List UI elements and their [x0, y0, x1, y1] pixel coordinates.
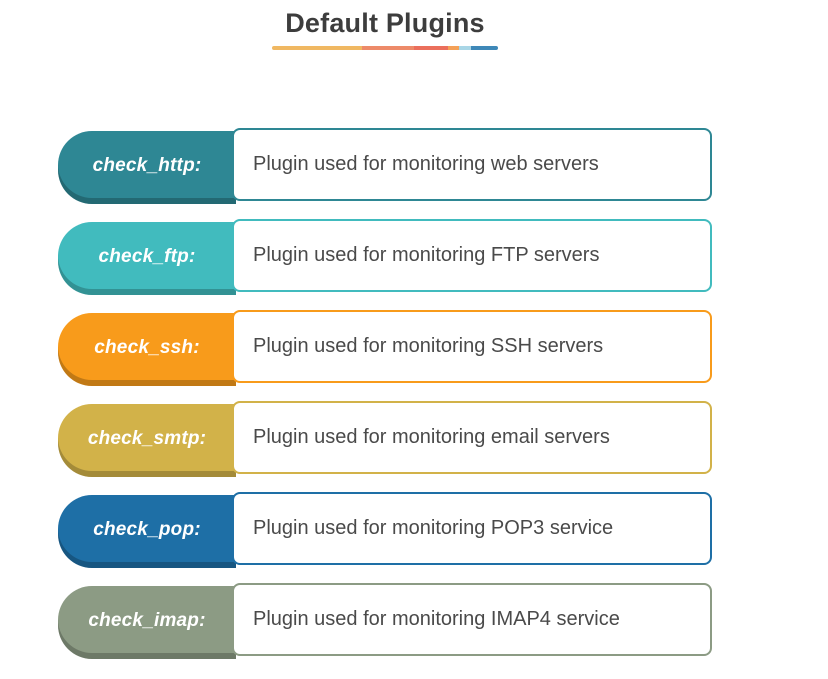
plugin-row-check-pop: check_pop: Plugin used for monitoring PO…	[58, 492, 712, 568]
plugin-description-box: Plugin used for monitoring POP3 service	[232, 492, 712, 565]
plugin-name-label: check_imap:	[88, 609, 206, 631]
underline-segment-light-blue	[459, 46, 471, 50]
page-title: Default Plugins	[285, 8, 485, 38]
plugin-name-label: check_pop:	[93, 518, 201, 540]
plugin-description-text: Plugin used for monitoring IMAP4 service	[253, 608, 620, 630]
underline-segment-coral	[362, 46, 414, 50]
plugin-row-check-ssh: check_ssh: Plugin used for monitoring SS…	[58, 310, 712, 386]
plugin-name-label: check_ftp:	[98, 245, 196, 267]
plugin-description-box: Plugin used for monitoring web servers	[232, 128, 712, 201]
plugin-description-box: Plugin used for monitoring IMAP4 service	[232, 583, 712, 656]
plugin-name-pill: check_http:	[58, 131, 236, 204]
plugin-description-text: Plugin used for monitoring FTP servers	[253, 244, 600, 266]
plugin-description-text: Plugin used for monitoring SSH servers	[253, 335, 604, 357]
plugin-description-text: Plugin used for monitoring email servers	[253, 426, 610, 448]
plugin-row-check-ftp: check_ftp: Plugin used for monitoring FT…	[58, 219, 712, 295]
plugin-description-text: Plugin used for monitoring POP3 service	[253, 517, 614, 539]
underline-segment-orange	[448, 46, 459, 50]
plugin-list: check_http: Plugin used for monitoring w…	[58, 128, 712, 659]
underline-segment-red-coral	[414, 46, 448, 50]
plugin-name-pill: check_ftp:	[58, 222, 236, 295]
plugin-name-pill: check_pop:	[58, 495, 236, 568]
plugin-description-box: Plugin used for monitoring SSH servers	[232, 310, 712, 383]
plugin-name-pill: check_ssh:	[58, 313, 236, 386]
plugin-name-pill: check_imap:	[58, 586, 236, 659]
default-plugins-panel: Default Plugins check_http: Plugin used …	[58, 0, 712, 659]
plugin-row-check-http: check_http: Plugin used for monitoring w…	[58, 128, 712, 204]
title-underline-decoration	[272, 46, 498, 50]
plugin-name-label: check_http:	[92, 154, 202, 176]
plugin-description-text: Plugin used for monitoring web servers	[253, 153, 599, 175]
underline-segment-sandy-orange	[272, 46, 362, 50]
plugin-row-check-smtp: check_smtp: Plugin used for monitoring e…	[58, 401, 712, 477]
plugin-description-box: Plugin used for monitoring FTP servers	[232, 219, 712, 292]
plugin-name-label: check_ssh:	[94, 336, 200, 358]
plugin-name-label: check_smtp:	[87, 427, 207, 449]
plugin-row-check-imap: check_imap: Plugin used for monitoring I…	[58, 583, 712, 659]
underline-segment-steel-blue	[471, 46, 498, 50]
plugin-name-pill: check_smtp:	[58, 404, 236, 477]
plugin-description-box: Plugin used for monitoring email servers	[232, 401, 712, 474]
